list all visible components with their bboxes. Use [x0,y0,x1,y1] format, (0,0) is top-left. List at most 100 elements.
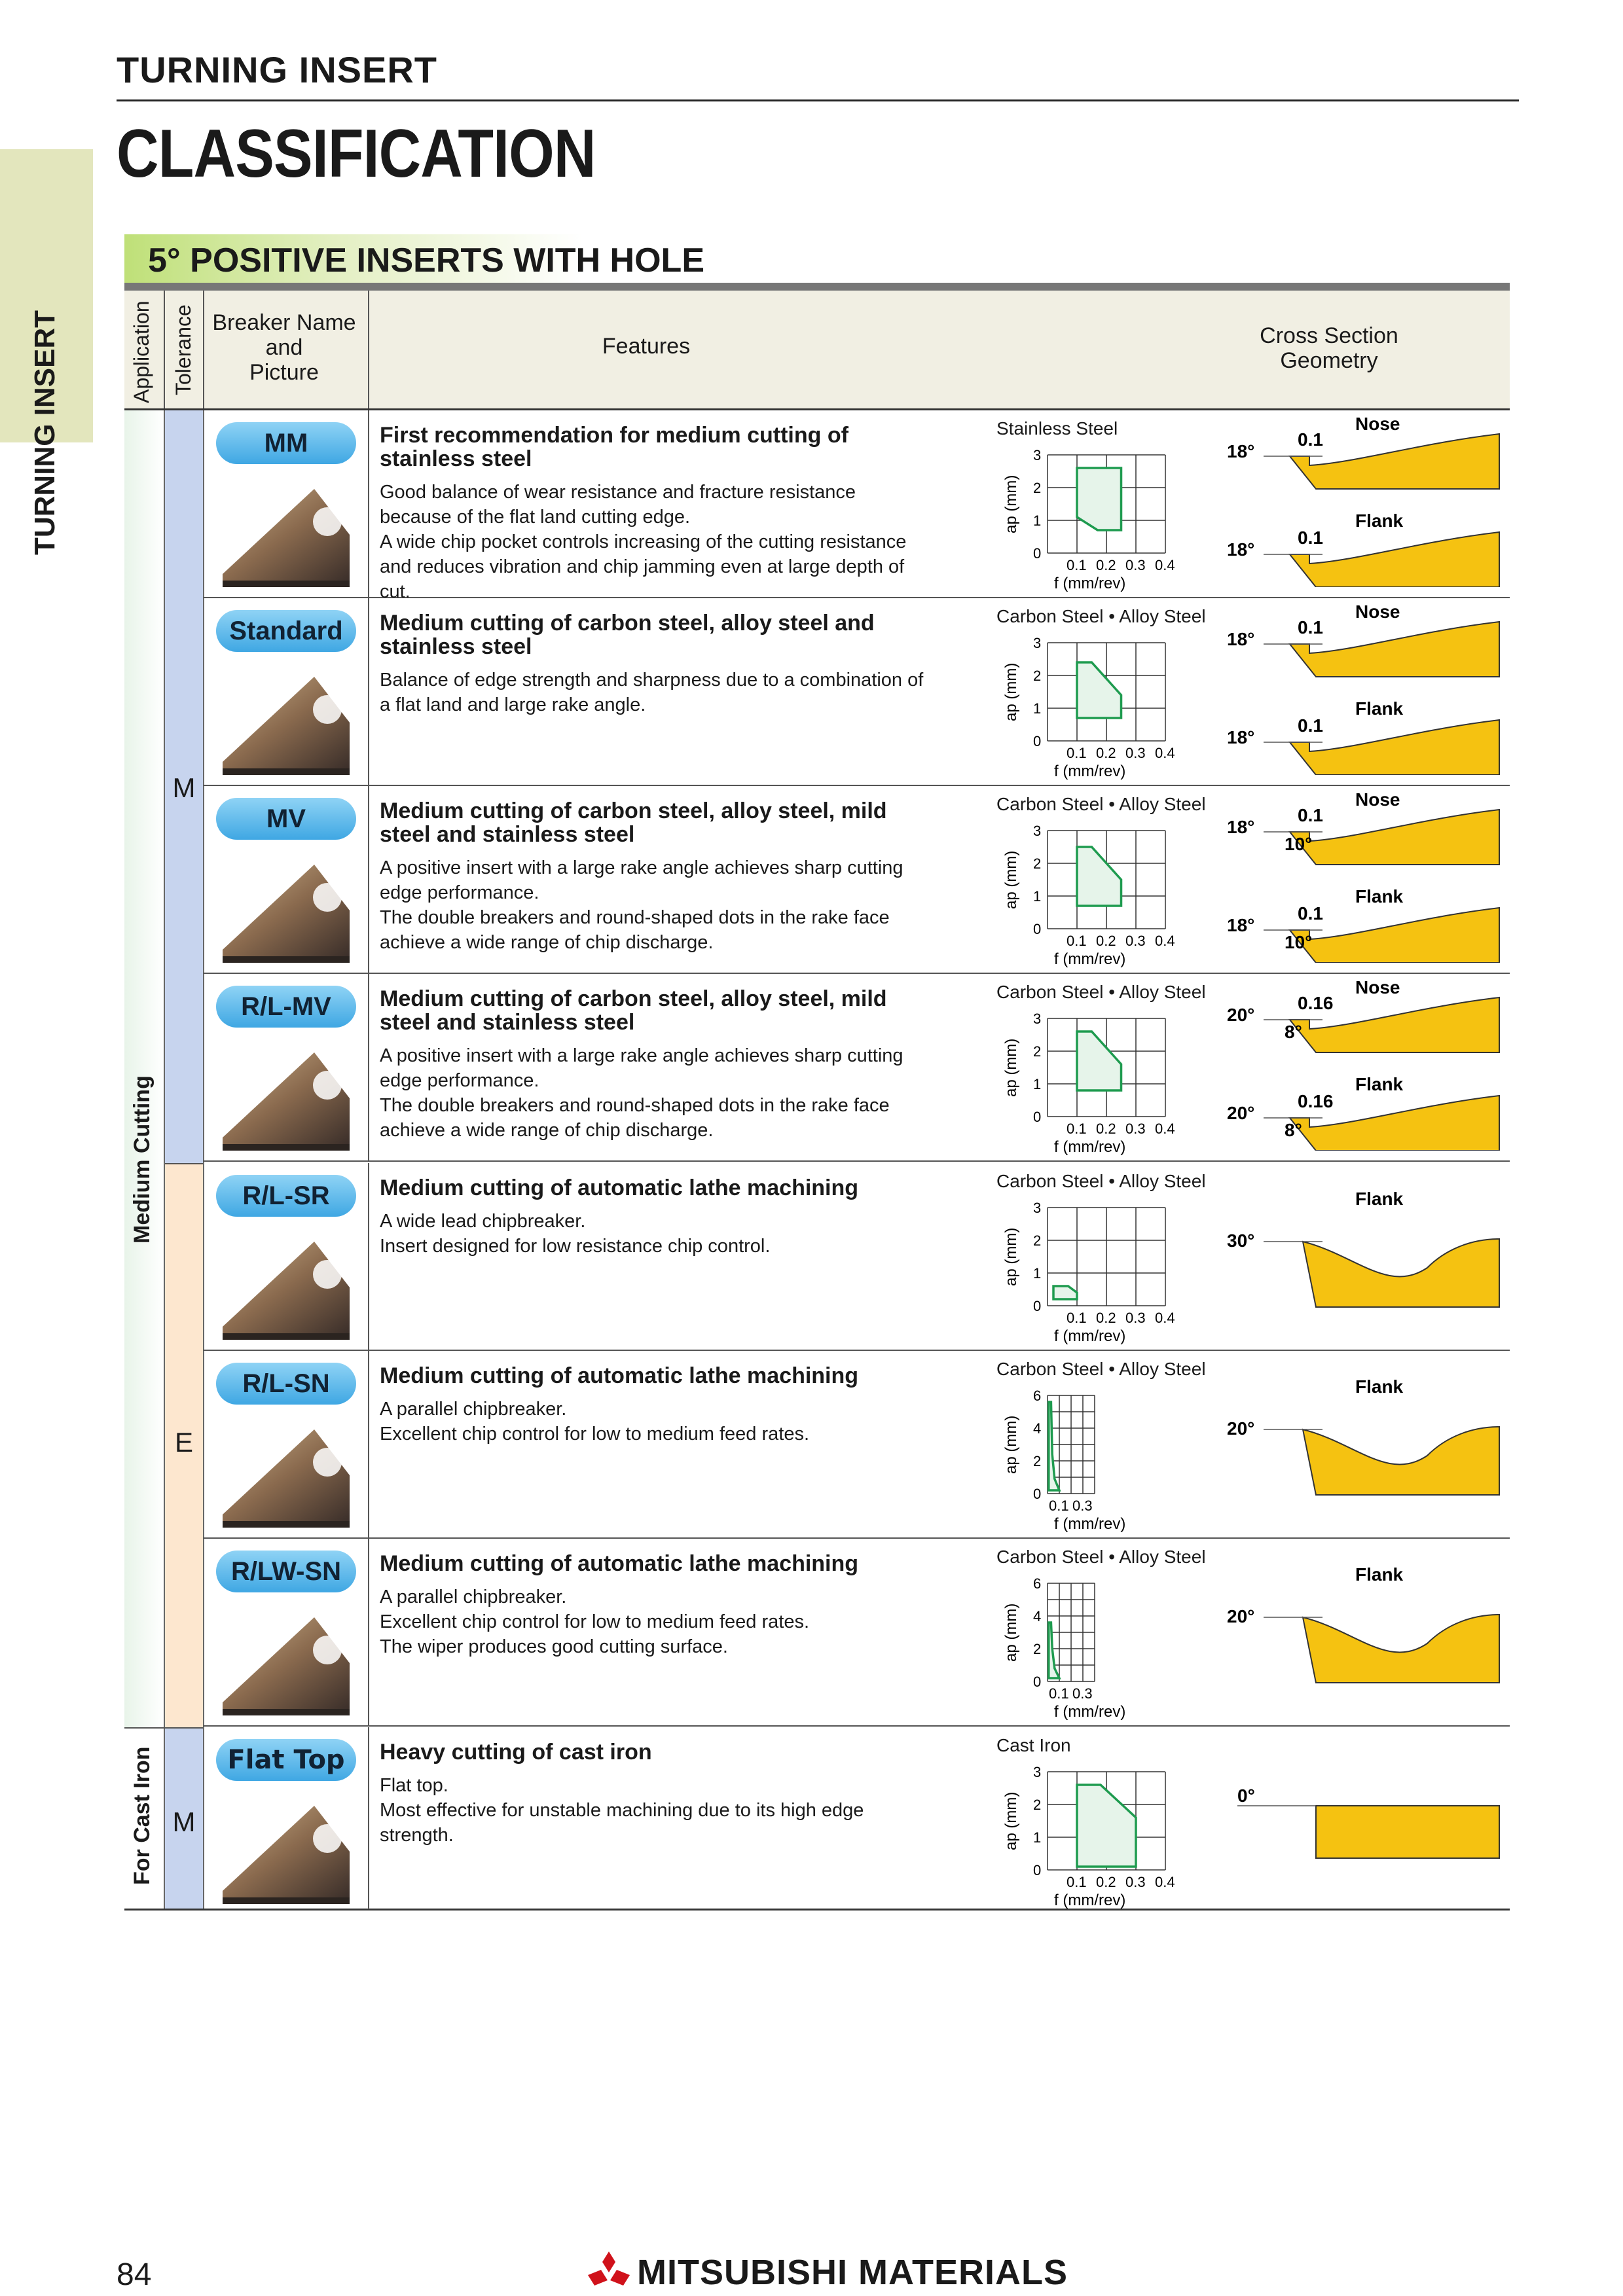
tolerance-label-e: E [174,1427,193,1458]
chart-title: Cast Iron [996,1735,1071,1755]
y-tick-label: 3 [1033,1200,1041,1216]
x-axis-label: f (mm/rev) [1054,1892,1125,1909]
x-tick-label: 0.2 [1096,1310,1116,1326]
y-tick-label: 1 [1033,1829,1041,1846]
feature-description: A parallel chipbreaker.Excellent chip co… [380,1585,930,1659]
recommended-range [1048,1621,1061,1679]
breaker-name: R/L-SN [242,1369,330,1398]
land-width-label-flank: 0.1 [1298,715,1323,736]
feature-description-line: Insert designed for low resistance chip … [380,1236,771,1257]
y-tick-label: 1 [1033,888,1041,905]
feature-description: Good balance of wear resistance and frac… [380,480,930,604]
side-tab[interactable]: TURNING INSERT [0,149,93,555]
breaker-name-badge[interactable]: Flat Top [216,1739,356,1781]
x-tick-label: 0.3 [1072,1498,1093,1514]
chart-title: Carbon Steel • Alloy Steel [996,1359,1206,1379]
x-tick-label: 0.2 [1096,1874,1116,1890]
land-width-label-flank: 0.1 [1298,528,1323,548]
x-tick-label: 0.2 [1096,745,1116,761]
x-axis-label: f (mm/rev) [1054,1515,1125,1533]
geometry-drawing: 0° [1237,1785,1500,1859]
land-width-label: 0.1 [1298,617,1323,637]
rake-angle-label: 30° [1227,1230,1254,1251]
y-tick-label: 3 [1033,823,1041,839]
header-geometry: Cross Section Geometry [1260,323,1398,373]
header-application-cell: Application [124,291,165,408]
cross-section-geometry: 0° [1224,1727,1512,1909]
insert-picture [223,1429,350,1528]
features-cell: Heavy cutting of cast iron Flat top.Most… [368,1727,926,1909]
page-number: 84 [117,2257,152,2292]
x-tick-label: 0.3 [1125,1121,1146,1137]
feature-description-line: Most effective for unstable machining du… [380,1800,864,1846]
cross-section-geometry: Flank 30° [1224,1163,1512,1350]
breaker-name-badge[interactable]: MM [216,422,356,464]
breaker-name-badge[interactable]: R/LW-SN [216,1551,356,1592]
y-tick-label: 2 [1033,668,1041,684]
rake-angle-label: 18° [1227,629,1254,649]
land-angle-label-flank: 8° [1285,1120,1302,1140]
feature-description-line: The wiper produces good cutting surface. [380,1636,728,1657]
feature-title: Medium cutting of carbon steel, alloy st… [380,611,875,659]
header-tolerance: Tolerance [172,304,195,395]
y-tick-label: 2 [1033,480,1041,496]
feature-description-line: Good balance of wear resistance and frac… [380,482,856,528]
recommended-range [1076,467,1123,531]
breaker-name-badge[interactable]: MV [216,798,356,840]
y-tick-label: 1 [1033,512,1041,529]
flank-label: Flank [1355,886,1404,906]
x-tick-label: 0.4 [1155,1121,1175,1137]
features-cell: Medium cutting of carbon steel, alloy st… [368,598,926,785]
x-tick-label: 0.3 [1125,933,1146,949]
rake-angle-label: 18° [1227,817,1254,837]
section-bar [124,283,1510,291]
flank-label: Flank [1355,1189,1404,1209]
rake-angle-label-flank: 20° [1227,1103,1254,1123]
feature-description-line: The double breakers and round-shaped dot… [380,1095,890,1141]
header-breaker-cell [204,291,369,408]
brand-logo: MITSUBISHI MATERIALS [586,2251,1068,2293]
flank-profile [1288,719,1500,775]
tolerance-label-m-cast: M [172,1806,196,1837]
chart-title: Carbon Steel • Alloy Steel [996,1171,1206,1191]
y-tick-label: 2 [1033,1453,1041,1469]
insert-picture [223,677,350,775]
chart-grid [1047,1395,1095,1494]
chart-title: Carbon Steel • Alloy Steel [996,982,1206,1002]
nose-profile [1288,433,1500,490]
breaker-name-badge[interactable]: Standard [216,610,356,652]
header-tolerance-cell: Tolerance [165,291,204,408]
recommended-range [1076,846,1123,907]
land-width-label: 0.1 [1298,805,1323,825]
rake-angle-label-flank: 18° [1227,915,1254,935]
page-title: CLASSIFICATION [117,116,596,192]
feature-title: Medium cutting of automatic lathe machin… [380,1363,859,1388]
y-tick-label: 2 [1033,1043,1041,1060]
breaker-name-badge[interactable]: R/L-MV [216,986,356,1028]
application-cast-label: For Cast Iron [130,1746,155,1885]
table-row: R/L-MV Medium cutting of carbon steel, a… [203,974,1510,1162]
x-tick-label: 0.1 [1067,1874,1087,1890]
breaker-name-badge[interactable]: R/L-SN [216,1363,356,1405]
insert-picture [223,1806,350,1904]
chart-title: Stainless Steel [996,418,1118,439]
land-angle-label: 8° [1285,1022,1302,1042]
x-tick-label: 0.4 [1155,1310,1175,1326]
breaker-name-badge[interactable]: R/L-SR [216,1175,356,1217]
recommended-range [1076,1784,1137,1868]
y-tick-label: 4 [1033,1420,1041,1437]
y-tick-label: 4 [1033,1608,1041,1624]
